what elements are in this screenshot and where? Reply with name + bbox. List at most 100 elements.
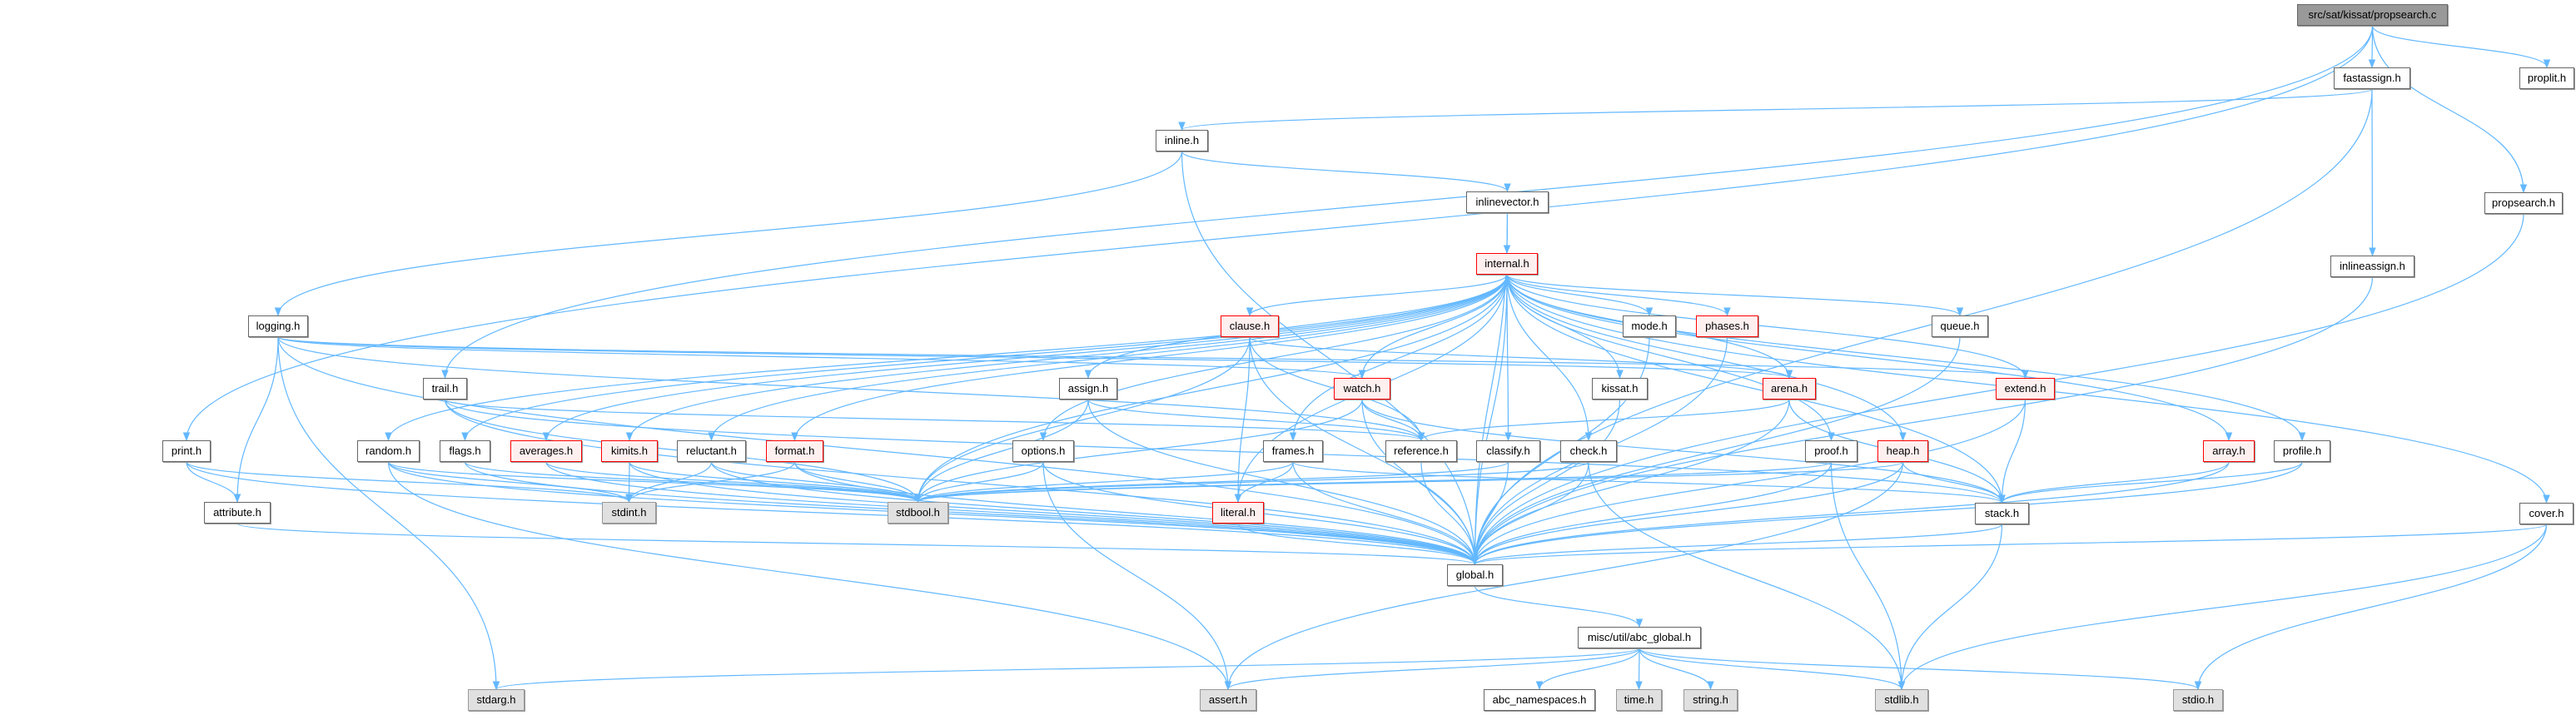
edge-abc_global-to-time	[1635, 648, 1643, 691]
edge-arena-to-global	[1471, 399, 1790, 566]
node-attribute[interactable]: attribute.h	[204, 502, 271, 524]
node-stdint[interactable]: stdint.h	[602, 502, 656, 524]
node-literal[interactable]: literal.h	[1212, 502, 1264, 524]
node-mode[interactable]: mode.h	[1623, 315, 1676, 337]
edge-abc_global-to-string	[1639, 648, 1714, 691]
node-propsearch-c[interactable]: src/sat/kissat/propsearch.c	[2297, 4, 2448, 26]
edge-propsearch_c-to-print	[182, 25, 2374, 442]
node-array[interactable]: array.h	[2203, 440, 2255, 462]
edge-assign-to-reference	[1087, 399, 1425, 442]
node-reluctant[interactable]: reluctant.h	[677, 440, 746, 462]
node-assert[interactable]: assert.h	[1200, 689, 1256, 711]
edge-extend-to-stack	[1998, 399, 2026, 504]
node-options[interactable]: options.h	[1012, 440, 1074, 462]
node-random[interactable]: random.h	[357, 440, 420, 462]
edge-extend-to-global	[1471, 399, 2026, 566]
edge-trail-to-global	[444, 399, 1479, 566]
node-trail[interactable]: trail.h	[423, 378, 467, 400]
edge-abc_global-to-assert	[1224, 648, 1640, 691]
node-global[interactable]: global.h	[1447, 564, 1503, 586]
edge-internal-to-mode	[1506, 274, 1654, 317]
node-averages[interactable]: averages.h	[510, 440, 582, 462]
edge-kissat-to-global	[1471, 399, 1621, 566]
node-classify[interactable]: classify.h	[1476, 440, 1540, 462]
edge-queue-to-global	[1471, 336, 1961, 566]
edge-proof-to-global	[1471, 461, 1833, 566]
node-frames[interactable]: frames.h	[1263, 440, 1323, 462]
edge-flags-to-stdbool	[464, 461, 922, 504]
edge-logging-to-reference	[277, 336, 1425, 442]
edge-proof-to-stdlib	[1830, 461, 1906, 691]
edge-trail-to-reference	[444, 399, 1425, 442]
edge-fastassign-to-inline	[1178, 88, 2373, 132]
edge-literal-to-global	[1237, 523, 1479, 566]
node-assign[interactable]: assign.h	[1059, 378, 1117, 400]
node-proof[interactable]: proof.h	[1805, 440, 1857, 462]
node-kissat[interactable]: kissat.h	[1592, 378, 1648, 400]
node-profile[interactable]: profile.h	[2274, 440, 2330, 462]
edge-kimits-to-stdbool	[629, 461, 922, 504]
edge-cover-to-global	[1471, 524, 2548, 566]
edge-internal-to-stack	[1506, 274, 2006, 504]
edge-internal-to-heap	[1506, 274, 1907, 442]
node-phases[interactable]: phases.h	[1696, 315, 1758, 337]
edge-options-to-assert	[1042, 461, 1232, 691]
node-extend[interactable]: extend.h	[1996, 378, 2055, 400]
edge-cover-to-stdio	[2194, 524, 2548, 691]
node-print[interactable]: print.h	[162, 440, 211, 462]
node-inlineassign[interactable]: inlineassign.h	[2330, 256, 2414, 277]
edge-fastassign-to-global	[1471, 88, 2373, 566]
node-reference[interactable]: reference.h	[1385, 440, 1457, 462]
edge-stack-to-stdlib	[1897, 524, 2003, 691]
node-heap[interactable]: heap.h	[1877, 440, 1928, 462]
edge-assign-to-stdbool	[914, 399, 1089, 504]
edge-internal-to-global	[1471, 274, 1508, 566]
edge-heap-to-assert	[1224, 461, 1904, 691]
edge-clause-to-arena	[1249, 336, 1793, 380]
node-cover[interactable]: cover.h	[2519, 503, 2574, 524]
node-logging[interactable]: logging.h	[248, 315, 308, 337]
edge-abc_global-to-stdarg	[493, 648, 1640, 691]
node-abc-namespaces[interactable]: abc_namespaces.h	[1484, 689, 1595, 711]
edge-clause-to-stdbool	[914, 336, 1251, 504]
edge-abc_global-to-stdio	[1639, 648, 2202, 691]
edge-internal-to-clause	[1246, 274, 1508, 317]
node-stdio[interactable]: stdio.h	[2173, 689, 2223, 711]
node-arena[interactable]: arena.h	[1763, 378, 1816, 400]
node-string[interactable]: string.h	[1683, 689, 1738, 711]
node-flags[interactable]: flags.h	[440, 440, 490, 462]
edge-trail-to-stack	[444, 399, 2006, 504]
edge-print-to-attribute	[186, 461, 241, 504]
node-stack[interactable]: stack.h	[1975, 503, 2029, 524]
edge-assign-to-global	[1087, 399, 1479, 566]
edge-watch-to-stdbool	[914, 399, 1363, 504]
node-inline[interactable]: inline.h	[1156, 130, 1208, 151]
node-check[interactable]: check.h	[1560, 440, 1617, 462]
edge-logging-to-global	[277, 336, 1479, 566]
node-format[interactable]: format.h	[766, 440, 823, 462]
node-kimits[interactable]: kimits.h	[601, 440, 658, 462]
node-inlinevector[interactable]: inlinevector.h	[1466, 191, 1549, 213]
edge-internal-to-check	[1506, 274, 1593, 442]
edge-random-to-assert	[387, 461, 1232, 691]
node-stdlib[interactable]: stdlib.h	[1875, 689, 1928, 711]
node-fastassign[interactable]: fastassign.h	[2334, 67, 2410, 89]
node-abc-global[interactable]: misc/util/abc_global.h	[1578, 627, 1701, 648]
node-internal[interactable]: internal.h	[1476, 253, 1538, 275]
node-queue[interactable]: queue.h	[1932, 315, 1988, 337]
node-time[interactable]: time.h	[1616, 689, 1662, 711]
edge-reluctant-to-global	[710, 461, 1479, 566]
edge-check-to-stdlib	[1588, 461, 1906, 691]
node-propsearch-h[interactable]: propsearch.h	[2484, 192, 2563, 214]
edge-format-to-global	[793, 461, 1479, 566]
edge-logging-to-stdarg	[277, 336, 500, 691]
node-proplit[interactable]: proplit.h	[2519, 67, 2574, 89]
node-stdbool[interactable]: stdbool.h	[888, 502, 948, 524]
edge-inline-to-inlinevector	[1181, 151, 1511, 193]
edge-abc_global-to-abc_namespaces	[1535, 648, 1640, 691]
edge-frames-to-stdbool	[914, 461, 1294, 504]
node-clause[interactable]: clause.h	[1221, 315, 1279, 337]
edge-logging-to-arena	[277, 336, 1793, 380]
node-watch[interactable]: watch.h	[1334, 378, 1390, 400]
node-stdarg[interactable]: stdarg.h	[468, 689, 525, 711]
